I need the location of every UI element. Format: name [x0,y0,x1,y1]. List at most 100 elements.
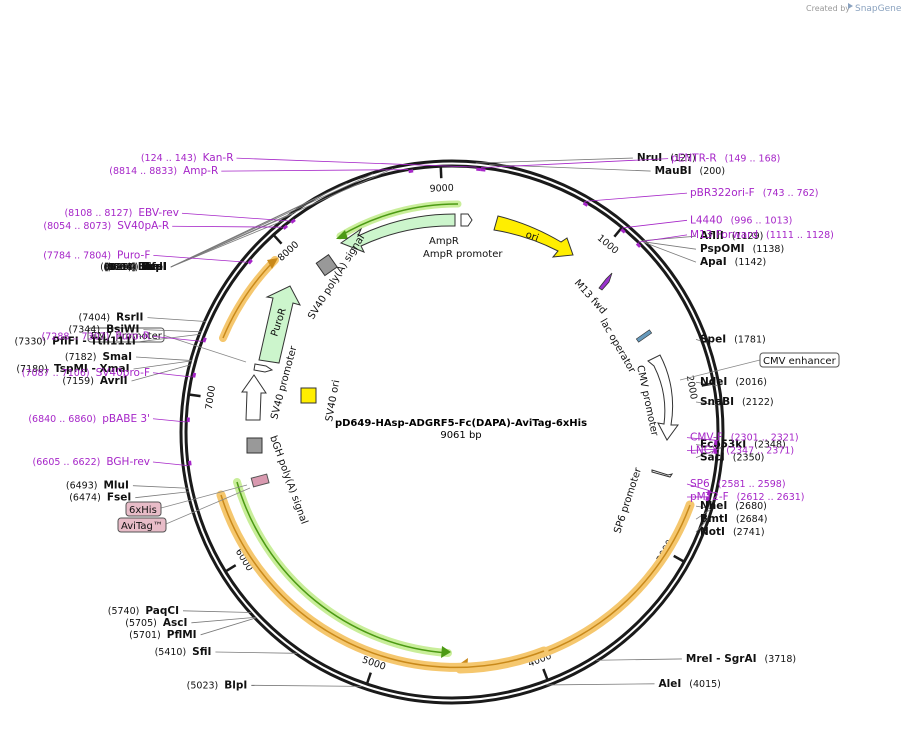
site-name: BmtI [700,513,728,525]
primer-mark [188,460,192,466]
site-position: (5701) [129,630,161,641]
site-name: ApaI [700,256,727,268]
primer-leader-line [686,483,712,492]
primer-name: Kan-R [203,152,234,164]
site-name: RsrII [116,312,143,324]
primer-mark [247,259,253,265]
site-sfii: SfiI(5410) [155,646,298,658]
primer-range: (2581 .. 2598) [718,479,786,490]
site-position: (6474) [69,493,101,504]
site-position: (8634) [103,262,135,273]
site-name: PflMI [167,629,197,641]
primer-l4440: L4440(996 .. 1013) [620,214,793,234]
site-leader-line [135,491,189,499]
primer-leader-line [153,254,248,263]
primer-name: BGH-rev [106,456,150,468]
primer-leader-line [638,234,688,243]
primer-mark [480,168,486,172]
site-position: (200) [700,166,726,177]
site-position: (3718) [765,654,797,665]
primer-mark [290,218,296,224]
site-ndei: NdeI(2016) [695,376,767,388]
ampr-promoter-feature: AmpR promoter [423,213,503,260]
primer-pbabe-3-: pBABE 3'(6840 .. 6860) [28,413,190,425]
primer-mark [706,490,711,496]
feature-label-ampr: AmpR [429,236,459,247]
site-position: (5740) [108,606,140,617]
site-mrei: MreI - SgrAI(3718) [596,653,796,665]
site-name: NruI [637,152,662,164]
feature-label-sp6-promoter: SP6 promoter [612,466,644,535]
site-name: BsmI [138,261,167,273]
site-position: (7182) [65,352,97,363]
tick-6000 [224,564,237,573]
svg-text:CMV enhancer: CMV enhancer [763,356,837,367]
site-leader-line [644,241,697,263]
primer-range: (743 .. 762) [763,188,819,199]
site-name: BsiWI [106,324,139,336]
site-name: SpeI [700,333,726,345]
site-position: (1142) [735,257,767,268]
plasmid-length: 9061 bp [440,430,481,441]
site-leader-line [170,197,319,268]
primer-range: (2612 .. 2631) [737,492,805,503]
site-name: PspOMI [700,243,745,255]
sv40-polya-feature: SV40 poly(A) signal [306,233,367,322]
site-leader-line [132,485,188,489]
primer-range: (6840 .. 6860) [28,414,96,425]
primer-leader-line [172,225,283,228]
primer-bgh-rev: BGH-rev(6605 .. 6622) [33,456,192,468]
site-avrii: AvrII (7159) [62,364,191,387]
site-smai: SmaI(7182) [65,351,192,363]
site-bmti: BmtI(2684) [695,508,767,525]
site-rsrii: RsrII(7404) [79,312,206,324]
orf-arcs [216,200,695,674]
feature-label-cmv-promoter: CMV promoter [634,364,660,438]
site-position: (2680) [735,501,767,512]
site-leader-line [475,157,633,164]
primer-name: CMV-F [690,432,723,444]
site-name: AvrII [100,375,128,387]
site-position: (5705) [125,618,157,629]
site-position: (1781) [734,334,766,345]
primer-ebv-rev: EBV-rev(8108 .. 8127) [64,207,296,224]
primer-range: (2301 .. 2321) [731,433,799,444]
feature-label-ampr-promoter: AmpR promoter [423,249,503,260]
primer-leader-line [584,192,688,202]
primer-amp-r: Amp-R(8814 .. 8833) [109,165,414,177]
site-leader-line [695,505,711,509]
site-name: ScaI [142,261,167,273]
tick-label-7000: 7000 [204,385,218,410]
primer-puro-r: Puro-R(7288 .. 7307) [42,330,207,343]
site-name: MauBI [655,165,692,177]
primer-range: (2347 .. 2371) [726,446,794,457]
site-blpi: BlpI(5023) [187,679,362,691]
site-name: FspI [142,261,167,273]
primer-range: (996 .. 1013) [731,215,793,226]
site-position: (1138) [753,244,785,255]
site-name: FseI [107,492,131,504]
site-leader-line [695,519,708,533]
plasmid-title: pD649-HAsp-ADGRF5-Fc(DAPA)-AviTag-6xHis [335,418,587,429]
site-leader-line [695,401,721,406]
site-position: (127) [670,153,696,164]
primer-leader-line [481,158,669,168]
site-leader-line [200,617,257,636]
site-leader-line [133,360,192,370]
primer-leader-line [152,418,187,423]
primer-leader-line [221,169,409,172]
boxed-label-avitag: AviTag™ [117,487,251,533]
site-bsmi: BsmI(8097) [100,219,285,273]
sp6-promoter-feature: SP6 promoter [612,466,674,535]
site-name: AleI [659,678,682,690]
primer-pbr322ori-f: pBR322ori-F(743 .. 762) [582,187,819,207]
primer-pmt2-f: pMT2-F(2612 .. 2631) [686,491,805,503]
primer-leader-line [152,335,202,342]
site-leader-line [695,508,711,520]
site-asci: AscI(5705) [125,617,256,629]
tick-label-2000: 2000 [684,375,699,401]
tick-9000 [439,166,443,179]
tick-label-1000: 1000 [595,233,621,257]
site-position: (7159) [62,376,94,387]
primer-name: Amp-R [183,165,218,177]
